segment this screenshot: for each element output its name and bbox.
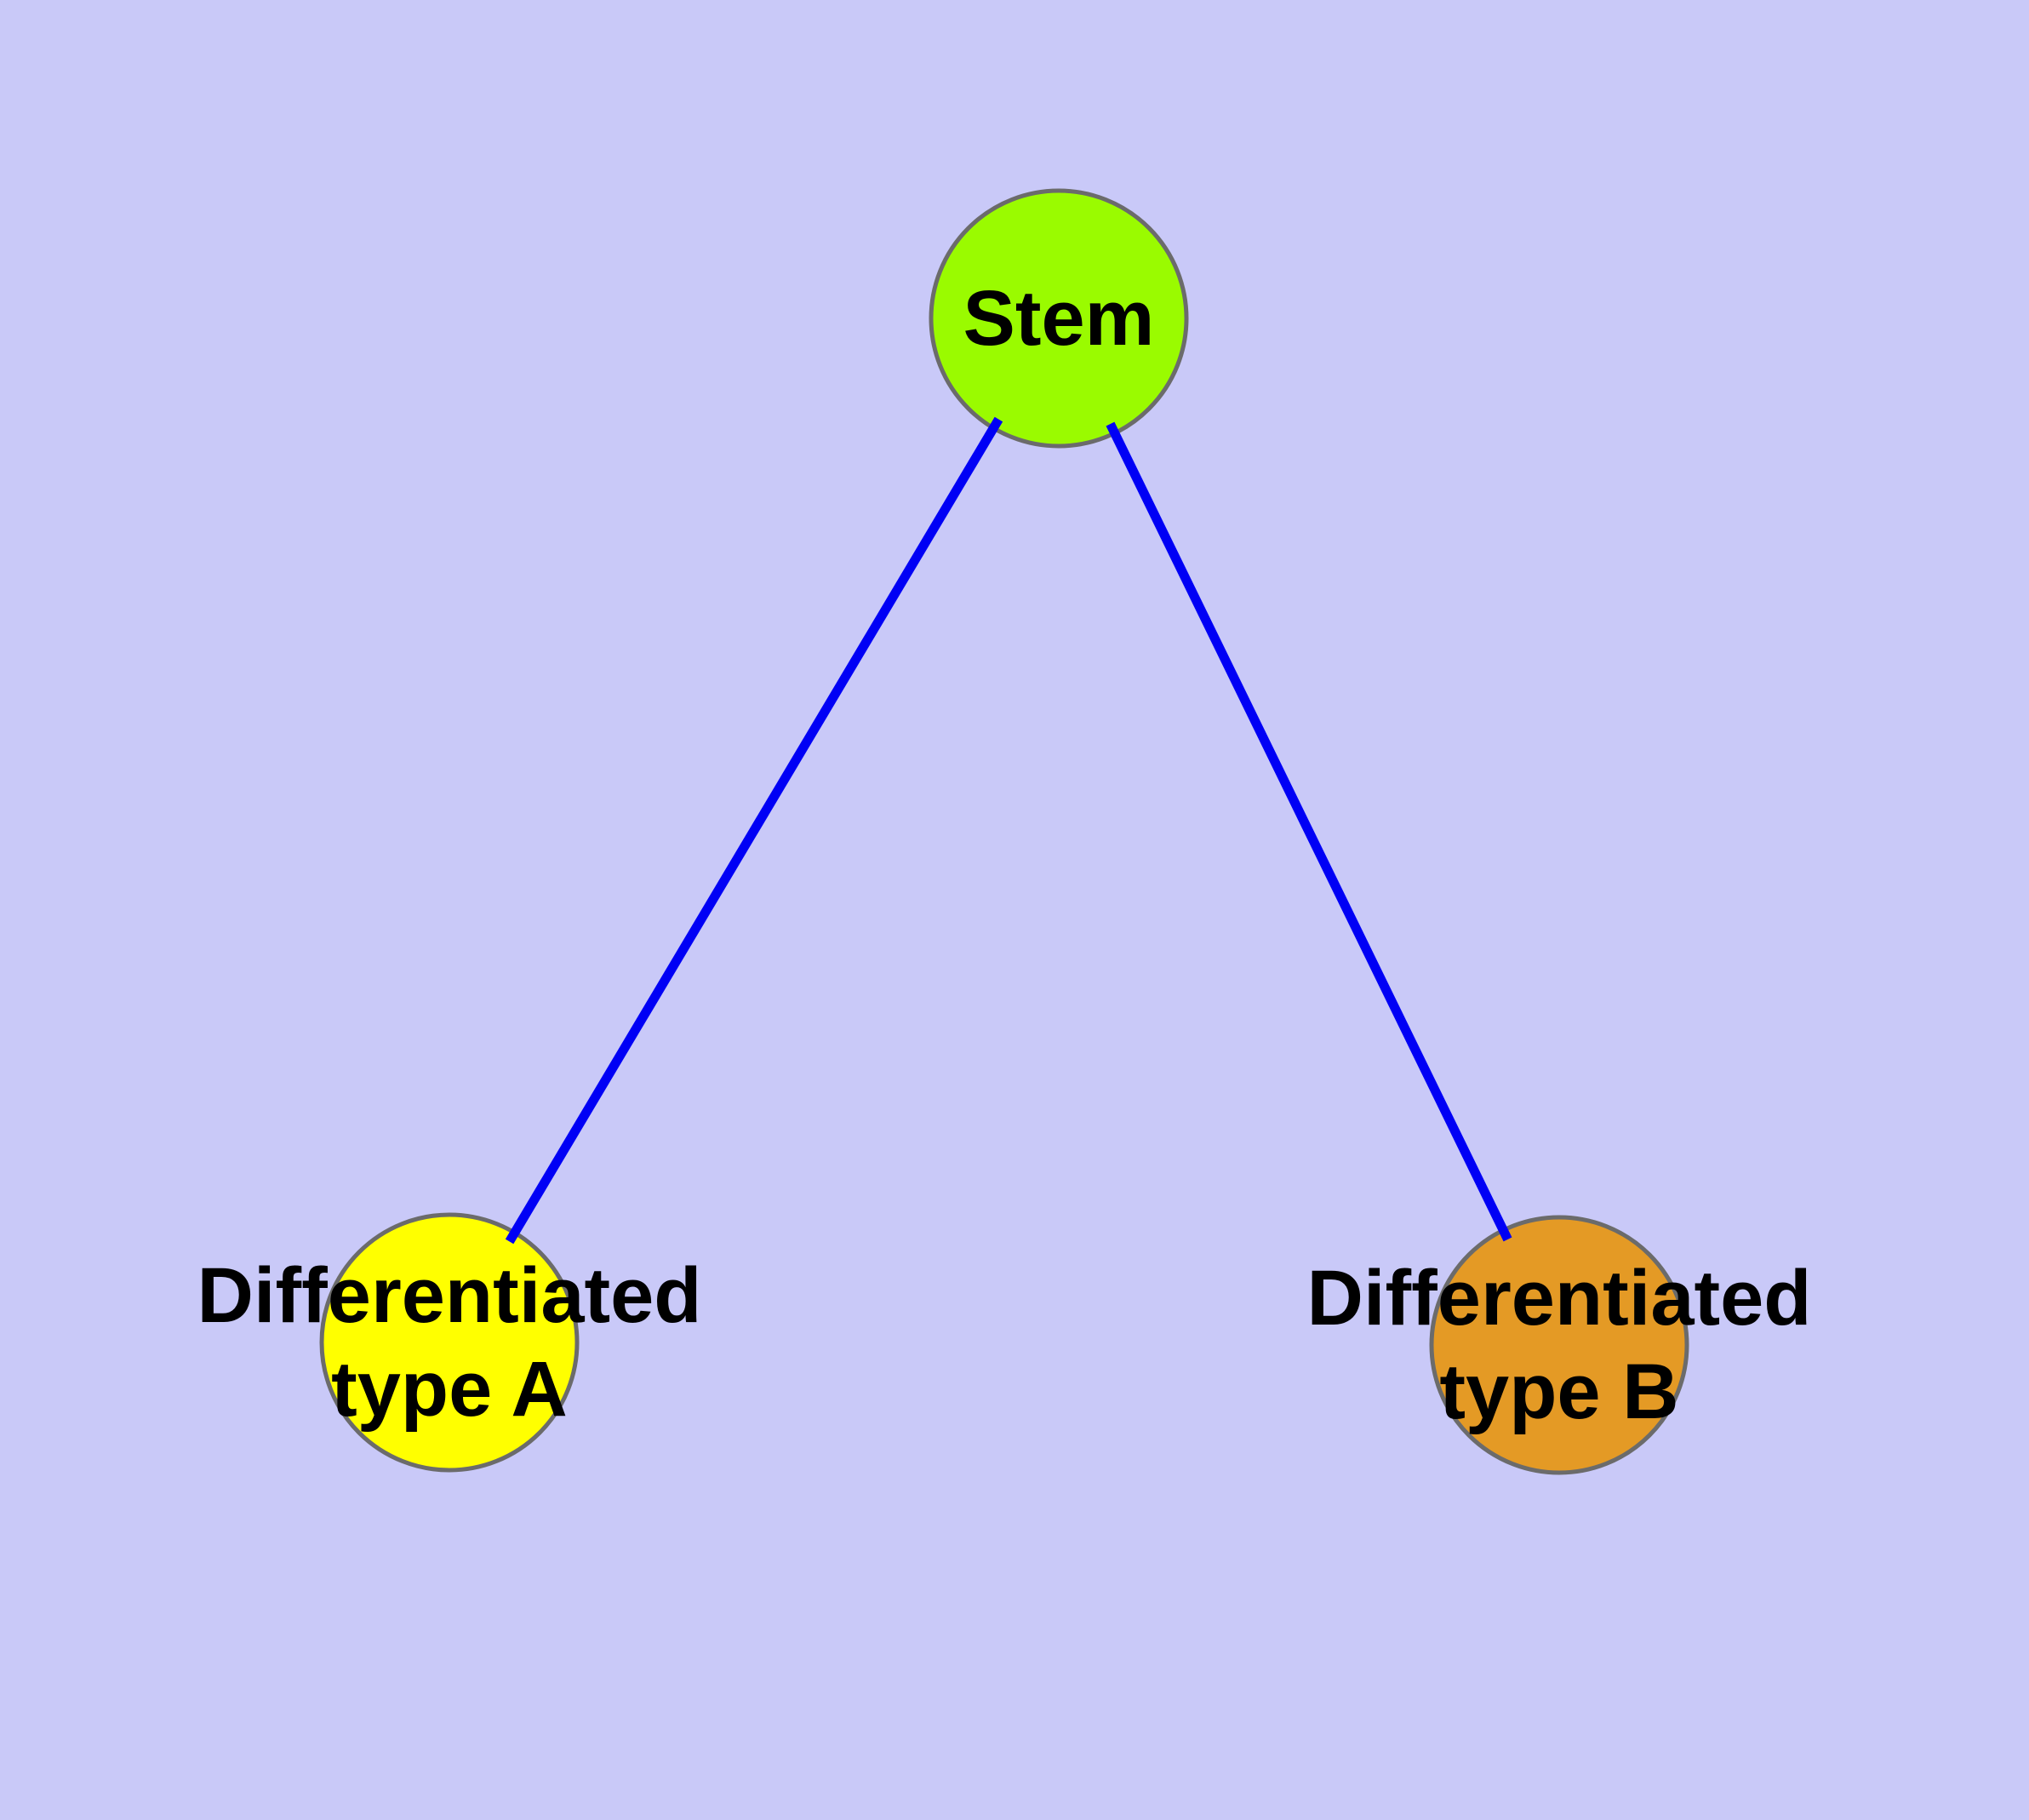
edge-stem-to-type-b (1106, 421, 1512, 1242)
node-stem (929, 188, 1189, 449)
node-differentiated-type-a (319, 1212, 580, 1473)
node-differentiated-type-b (1429, 1215, 1689, 1475)
edge-stem-to-type-a (505, 416, 1003, 1245)
